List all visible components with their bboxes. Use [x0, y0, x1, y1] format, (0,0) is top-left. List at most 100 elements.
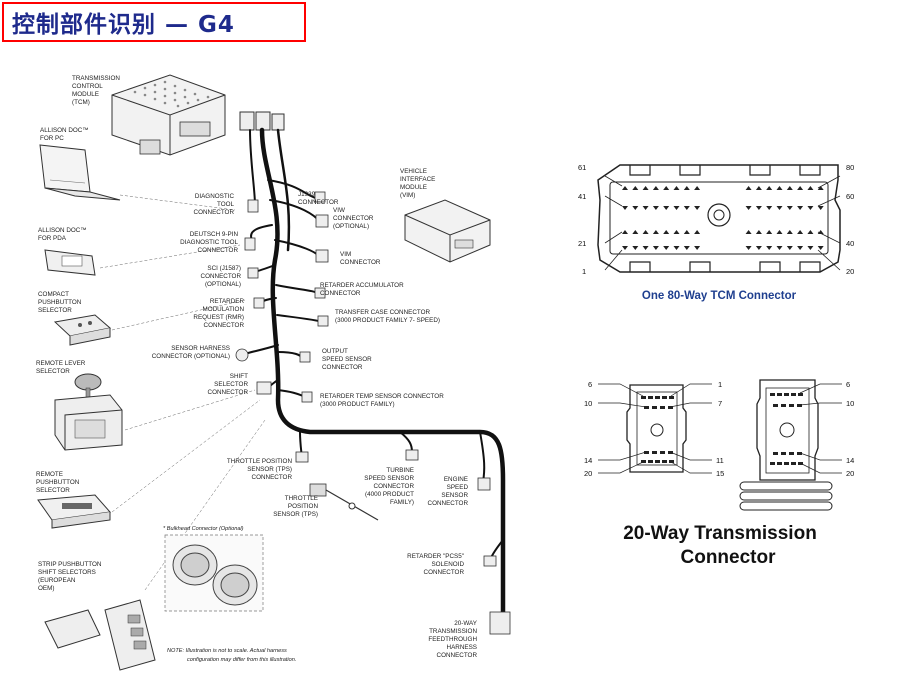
note-line-2: configuration may differ from this illus… [187, 657, 296, 663]
tcm-pin-mark [683, 186, 690, 190]
feedthrough-label-2: TRANSMISSION [429, 628, 477, 635]
sensor-harness-label-1: SENSOR HARNESS [171, 345, 230, 352]
vim-conn-label-2: CONNECTOR [340, 259, 381, 266]
allison-doc-pc-label-2: FOR PC [40, 135, 64, 142]
rmr-label-2: MODULATION [202, 306, 244, 313]
harness-trunk [244, 127, 506, 618]
tcm-pin-mark [807, 206, 814, 210]
rmr-label-1: RETARDER [210, 298, 245, 305]
tcm-pin-mark [694, 246, 701, 250]
trans-connector-right [739, 379, 842, 511]
viw-label-2: CONNECTOR [333, 215, 374, 222]
sci-label-3: (OPTIONAL) [205, 281, 241, 288]
tcm-pin-mark [817, 246, 824, 250]
tcm-pin-mark [745, 230, 752, 234]
tps-label-3: SENSOR (TPS) [273, 511, 318, 518]
trans-left-pin-7: 7 [718, 399, 722, 408]
note-line-1: NOTE: Illustration is not to scale. Actu… [167, 648, 287, 654]
vim-conn-label-1: VIM [340, 251, 351, 258]
retarder-accum-label-1: RETARDER ACCUMULATOR [320, 282, 404, 289]
tcm-label-3: MODULE [72, 91, 99, 98]
remote-pushbutton-label-2: PUSHBUTTON [36, 479, 80, 486]
vim-label-1: VEHICLE [400, 168, 427, 175]
tcm-pin-mark [673, 206, 680, 210]
output-speed-label-2: SPEED SENSOR [322, 356, 372, 363]
tcm-pin-mark [652, 230, 659, 234]
tcm-pin-mark [652, 246, 659, 250]
tcm-pin-mark [807, 230, 814, 234]
strip-pushbutton-label-1: STRIP PUSHBUTTON [38, 561, 102, 568]
tcm-pin-mark [766, 206, 773, 210]
tcm-harness-plugs [239, 111, 285, 131]
tcm-pin-mark [755, 246, 762, 250]
feedthrough-label-5: CONNECTOR [437, 652, 478, 659]
leader-lines [99, 194, 266, 591]
turbine-label-5: FAMILY) [390, 499, 414, 506]
tcm-pin-mark [632, 206, 639, 210]
tcm-pin-mark [622, 230, 628, 234]
sci-label-2: CONNECTOR [201, 273, 242, 280]
trans-left-pin-14: 14 [584, 456, 592, 465]
pcs5-label-1: RETARDER "PCS5" [407, 553, 464, 560]
tcm-pin-mark [755, 230, 762, 234]
retarder-temp-label-1: RETARDER TEMP SENSOR CONNECTOR [320, 393, 444, 400]
laptop-drawing [39, 144, 121, 201]
bulkhead-connector-box [164, 534, 264, 612]
tcm-pin-mark [642, 246, 649, 250]
tcm-pin-mark [663, 230, 670, 234]
tcm-pin-mark [766, 246, 773, 250]
tcm-pin-mark [776, 186, 783, 190]
shift-selector-label-2: SELECTOR [214, 381, 248, 388]
tcm-pin-mark [632, 230, 639, 234]
engine-speed-label-3: SENSOR [441, 492, 468, 499]
strip-pushbutton-label-2: SHIFT SELECTORS [38, 569, 96, 576]
tcm-label-4: (TCM) [72, 99, 90, 106]
tps-conn-label-1: THROTTLE POSITION [227, 458, 293, 465]
tcm-pin-mark [663, 246, 670, 250]
trans-left-pin-15: 15 [716, 469, 724, 478]
diagnostic-tool-label-1: DIAGNOSTIC [195, 193, 235, 200]
rmr-label-3: REQUEST (RMR) [193, 314, 244, 321]
remote-lever-label-2: SELECTOR [36, 368, 70, 375]
tcm-pin-mark [673, 230, 680, 234]
sci-label-1: SCI (J1587) [207, 265, 241, 272]
vim-label-4: (VIM) [400, 192, 415, 199]
compact-pushbutton-label-2: PUSHBUTTON [38, 299, 82, 306]
allison-doc-pc-label-1: ALLISON DOC™ [40, 127, 89, 134]
strip-pushbutton-label-3: (EUROPEAN [38, 577, 76, 584]
trans-connector-caption-line2: Connector [681, 547, 777, 568]
strip-pushbutton-label-4: OEM) [38, 585, 54, 592]
harness-illustration: TRANSMISSION CONTROL MODULE (TCM) ALLISO… [36, 74, 511, 671]
tcm-pin-60: 60 [846, 192, 854, 201]
engine-speed-label-4: CONNECTOR [428, 500, 469, 507]
trans-left-pin-11: 11 [716, 456, 724, 465]
vim-module-drawing [404, 199, 491, 263]
remote-pushbutton-label-1: REMOTE [36, 471, 63, 478]
trans-left-pin-1: 1 [718, 380, 722, 389]
tcm-pin-mark [755, 206, 762, 210]
tps-label-2: POSITION [288, 503, 319, 510]
tcm-label-1: TRANSMISSION [72, 75, 120, 82]
diagnostic-tool-label-2: TOOL [217, 201, 235, 208]
tcm-pin-mark [652, 206, 659, 210]
tcm-pin-mark [797, 246, 804, 250]
tcm-pin-rows [622, 186, 824, 250]
compact-pushbutton-drawing [53, 314, 112, 346]
tcm-pin-mark [817, 186, 824, 190]
tcm-pin-mark [622, 186, 628, 190]
tcm-pin-1: 1 [582, 267, 586, 276]
tcm-pin-mark [683, 230, 690, 234]
turbine-label-3: CONNECTOR [374, 483, 415, 490]
tps-conn-label-3: CONNECTOR [252, 474, 293, 481]
tcm-pin-mark [663, 206, 670, 210]
tcm-pin-mark [786, 246, 793, 250]
diagnostic-tool-label-3: CONNECTOR [194, 209, 235, 216]
tcm-pin-mark [745, 246, 752, 250]
pcs5-label-3: CONNECTOR [424, 569, 465, 576]
sensor-harness-label-2: CONNECTOR (OPTIONAL) [152, 353, 230, 360]
tcm-label-2: CONTROL [72, 83, 103, 90]
viw-label-1: VIW [333, 207, 345, 214]
remote-lever-label-1: REMOTE LEVER [36, 360, 86, 367]
trans-connector-caption-line1: 20-Way Transmission [623, 523, 817, 544]
